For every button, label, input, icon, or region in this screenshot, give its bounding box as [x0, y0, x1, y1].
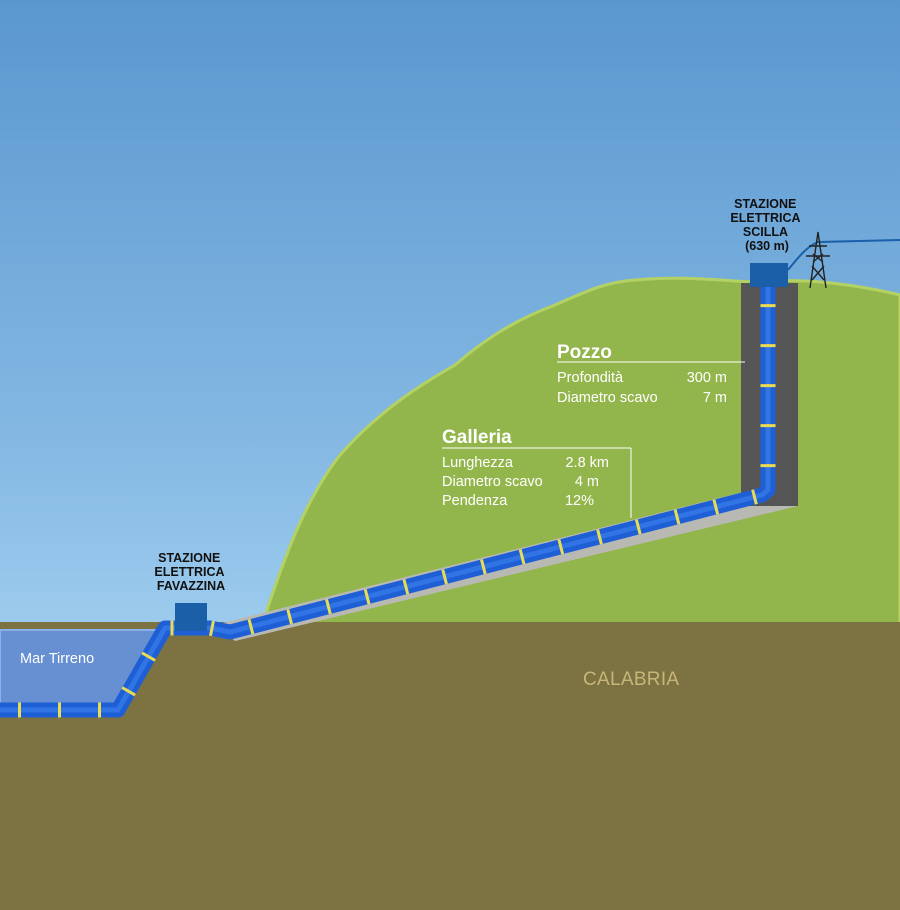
galleria-row-value-3: 12% [565, 493, 594, 509]
galleria-row-label-1: Lunghezza [442, 455, 514, 471]
conduit-highlight [0, 283, 771, 713]
galleria-row-label-2: Diametro scavo [442, 474, 543, 490]
station-favazzina-line-2: ELETTRICA [154, 565, 224, 579]
galleria-row-value-2: 4 m [575, 474, 599, 490]
station-scilla-line-2: ELETTRICA [730, 211, 800, 225]
station-favazzina-line-3: FAVAZZINA [157, 579, 225, 593]
galleria-title: Galleria [442, 427, 512, 448]
galleria-row-value-1: 2.8 km [565, 455, 609, 471]
pozzo-callout: Pozzo Profondità 300 m Diametro scavo 7 … [557, 342, 745, 406]
pylon-icon [806, 231, 830, 289]
sea-label: Mar Tirreno [20, 651, 94, 667]
station-scilla-label: STAZIONE ELETTRICA SCILLA (630 m) [730, 197, 803, 253]
pozzo-row-value-2: 7 m [703, 390, 727, 406]
station-favazzina-line-1: STAZIONE [158, 551, 220, 565]
station-favazzina-block [175, 603, 207, 631]
pozzo-row-value-1: 300 m [687, 370, 727, 386]
station-scilla-line-4: (630 m) [745, 239, 789, 253]
galleria-row-label-3: Pendenza [442, 493, 508, 509]
pozzo-row-label-2: Diametro scavo [557, 390, 658, 406]
ground-calabria [0, 622, 900, 910]
pozzo-title: Pozzo [557, 342, 612, 363]
station-favazzina-label: STAZIONE ELETTRICA FAVAZZINA [154, 551, 227, 593]
region-label: CALABRIA [583, 669, 679, 690]
galleria-callout: Galleria Lunghezza 2.8 km Diametro scavo… [442, 427, 632, 518]
station-scilla-line-3: SCILLA [743, 225, 788, 239]
station-scilla-block [750, 263, 788, 287]
station-scilla-line-1: STAZIONE [734, 197, 796, 211]
pozzo-row-label-1: Profondità [557, 370, 624, 386]
power-line [787, 239, 900, 271]
